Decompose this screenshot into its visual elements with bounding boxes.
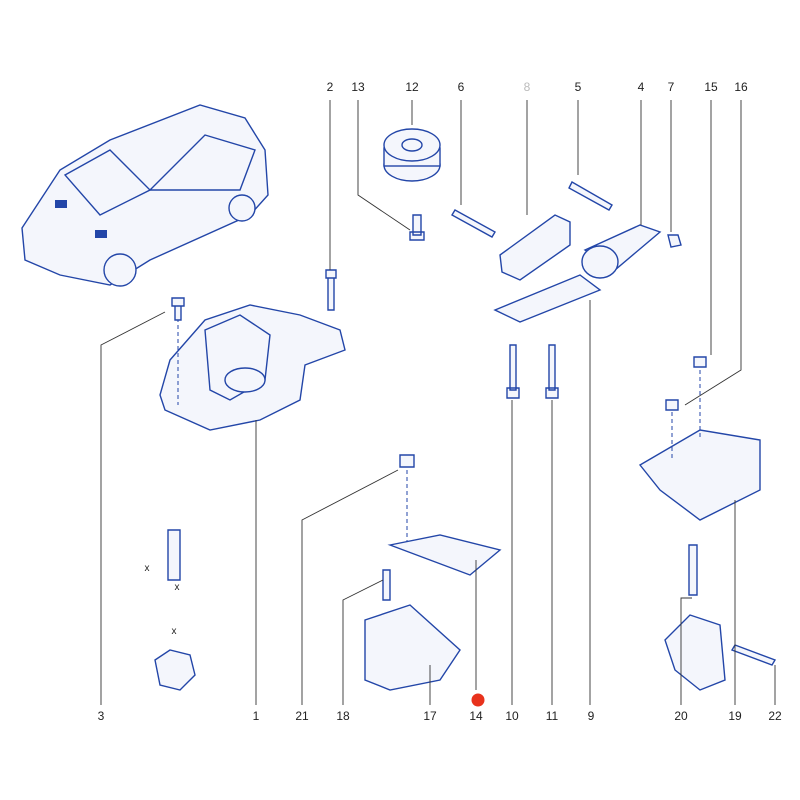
callout-17[interactable]: 17 bbox=[423, 709, 437, 723]
dimension-x-label: x bbox=[174, 582, 180, 593]
dimension-x-label: x bbox=[171, 626, 177, 637]
pulley-12 bbox=[383, 128, 441, 182]
dimension-x-label: x bbox=[144, 563, 150, 574]
callout-6[interactable]: 6 bbox=[457, 80, 465, 94]
callout-10[interactable]: 10 bbox=[505, 709, 519, 723]
callout-13[interactable]: 13 bbox=[351, 80, 365, 94]
callout-5[interactable]: 5 bbox=[574, 80, 582, 94]
callout-19[interactable]: 19 bbox=[728, 709, 742, 723]
callout-12[interactable]: 12 bbox=[405, 80, 419, 94]
engine-mount-1 bbox=[159, 304, 346, 431]
leader-lines bbox=[100, 100, 776, 705]
callout-4[interactable]: 4 bbox=[637, 80, 645, 94]
callout-3[interactable]: 3 bbox=[97, 709, 105, 723]
callout-8[interactable]: 8 bbox=[523, 80, 531, 94]
callout-11[interactable]: 11 bbox=[545, 709, 559, 723]
callout-15[interactable]: 15 bbox=[704, 80, 718, 94]
callout-21[interactable]: 21 bbox=[295, 709, 309, 723]
callout-7[interactable]: 7 bbox=[667, 80, 675, 94]
callout-2[interactable]: 2 bbox=[326, 80, 334, 94]
callout-16[interactable]: 16 bbox=[734, 80, 748, 94]
callout-14[interactable]: 14 bbox=[469, 709, 483, 723]
selected-part-marker[interactable] bbox=[471, 693, 485, 707]
callout-22[interactable]: 22 bbox=[768, 709, 782, 723]
callout-20[interactable]: 20 bbox=[674, 709, 688, 723]
callout-18[interactable]: 18 bbox=[336, 709, 350, 723]
callout-1[interactable]: 1 bbox=[252, 709, 260, 723]
car-illustration bbox=[21, 104, 269, 287]
callout-9[interactable]: 9 bbox=[587, 709, 595, 723]
